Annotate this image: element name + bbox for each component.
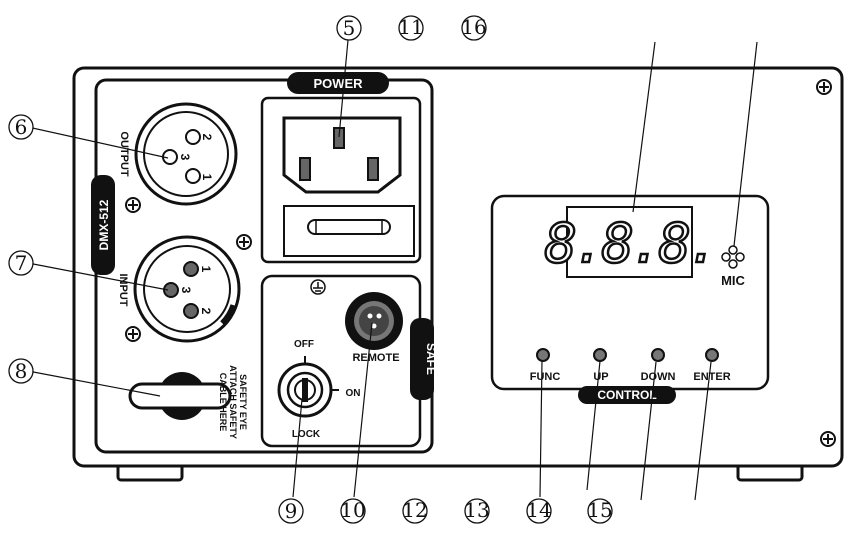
callout-13: 13 bbox=[464, 498, 490, 524]
screw-icon bbox=[816, 79, 832, 95]
callout-16: 16 bbox=[461, 15, 487, 41]
svg-text:3: 3 bbox=[178, 154, 192, 161]
dmx-512-tab: DMX-512 bbox=[91, 175, 115, 275]
screw-icon bbox=[125, 326, 141, 342]
svg-text:1: 1 bbox=[200, 174, 214, 181]
remote-jack bbox=[345, 292, 403, 350]
key-remote-section: REMOTE OFF ON LOCK bbox=[260, 274, 422, 448]
xlr-output-connector: 2 3 1 OUTPUT bbox=[118, 102, 238, 206]
down-label: DOWN bbox=[641, 371, 676, 383]
up-label: UP bbox=[593, 371, 608, 383]
led-display bbox=[566, 206, 693, 278]
power-label: POWER bbox=[313, 76, 363, 91]
screw-icon bbox=[125, 197, 141, 213]
svg-text:10: 10 bbox=[340, 498, 365, 522]
ground-icon bbox=[310, 279, 326, 295]
up-button[interactable] bbox=[593, 348, 607, 362]
xlr-input-connector: 1 3 2 INPUT bbox=[117, 235, 241, 343]
svg-text:11: 11 bbox=[398, 15, 423, 39]
key-icon bbox=[277, 356, 339, 418]
svg-text:7: 7 bbox=[15, 251, 28, 275]
svg-text:2: 2 bbox=[200, 134, 214, 141]
callout-11: 11 bbox=[398, 15, 424, 41]
safe-tab: SAFE bbox=[410, 318, 438, 400]
led-display-digits: 8.8.8. bbox=[544, 212, 715, 275]
safety-eye-label-2: ATTACH SAFETY bbox=[228, 365, 238, 439]
fuse-icon bbox=[307, 219, 391, 235]
svg-text:2: 2 bbox=[199, 308, 213, 315]
callout-8: 8 bbox=[8, 358, 34, 384]
output-label: OUTPUT bbox=[118, 131, 130, 177]
svg-text:5: 5 bbox=[343, 16, 356, 40]
control-panel: 8.8.8. MIC FUNC UP DOWN ENTER CONTROL bbox=[490, 194, 770, 404]
power-section: POWER bbox=[260, 72, 422, 264]
svg-text:6: 6 bbox=[15, 115, 28, 139]
svg-text:8: 8 bbox=[15, 359, 28, 383]
callout-14: 14 bbox=[526, 498, 552, 524]
svg-text:16: 16 bbox=[461, 15, 486, 39]
callout-9: 9 bbox=[278, 498, 304, 524]
input-label: INPUT bbox=[117, 274, 129, 307]
screw-icon bbox=[820, 431, 836, 447]
callout-12: 12 bbox=[402, 498, 428, 524]
lock-label: LOCK bbox=[292, 429, 321, 440]
func-label: FUNC bbox=[530, 371, 561, 383]
screw-icon bbox=[236, 234, 252, 250]
svg-text:13: 13 bbox=[464, 498, 489, 522]
svg-text:3: 3 bbox=[179, 287, 193, 294]
callout-7: 7 bbox=[8, 250, 34, 276]
func-button[interactable] bbox=[536, 348, 550, 362]
callout-10: 10 bbox=[340, 498, 366, 524]
safety-eye-label-1: SAFETY EYE bbox=[238, 374, 248, 430]
svg-text:12: 12 bbox=[402, 498, 427, 522]
callout-6: 6 bbox=[8, 114, 34, 140]
svg-text:14: 14 bbox=[526, 498, 551, 522]
safety-eye-label-3: CABLE HERE bbox=[218, 373, 228, 432]
enter-button[interactable] bbox=[705, 348, 719, 362]
svg-text:1: 1 bbox=[199, 266, 213, 273]
on-label: ON bbox=[346, 388, 361, 399]
control-label: CONTROL bbox=[597, 388, 656, 402]
svg-text:9: 9 bbox=[285, 499, 298, 523]
microphone-icon bbox=[721, 245, 745, 269]
callout-5: 5 bbox=[336, 15, 362, 41]
down-button[interactable] bbox=[651, 348, 665, 362]
leader-lines bbox=[27, 39, 758, 501]
safe-label: SAFE bbox=[424, 343, 438, 375]
enter-label: ENTER bbox=[693, 371, 730, 383]
mic-label: MIC bbox=[721, 273, 745, 288]
remote-label: REMOTE bbox=[352, 352, 399, 364]
svg-text:15: 15 bbox=[587, 498, 612, 522]
safety-eye: SAFETY EYE ATTACH SAFETY CABLE HERE bbox=[128, 365, 248, 439]
callout-15: 15 bbox=[587, 498, 613, 524]
dmx-512-label: DMX-512 bbox=[97, 199, 111, 250]
off-label: OFF bbox=[294, 339, 314, 350]
